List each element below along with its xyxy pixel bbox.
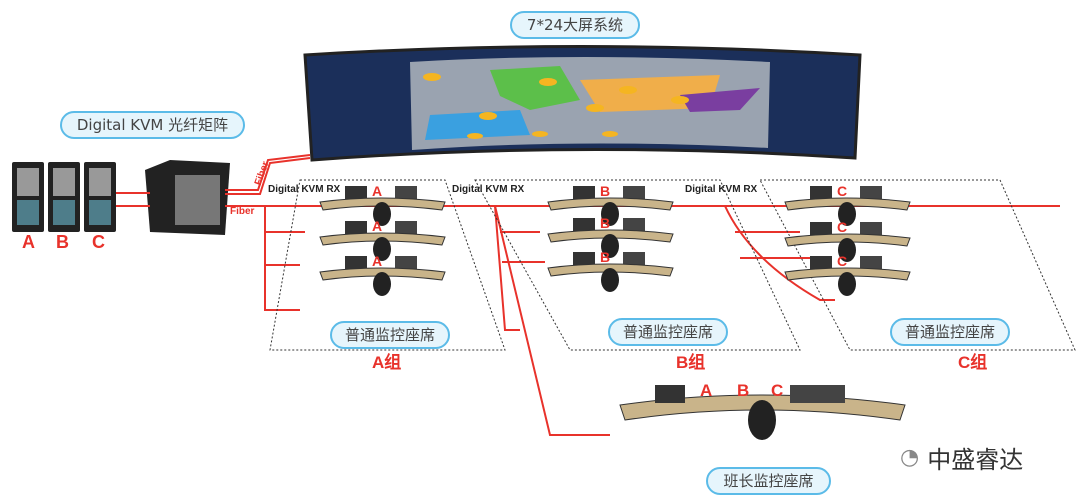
operator-desk xyxy=(784,256,911,296)
operator-desk xyxy=(319,186,446,226)
seat-label-a: 普通监控座席 xyxy=(330,321,450,349)
rx-label-c: Digital KVM RX xyxy=(685,184,758,195)
operator-desk xyxy=(319,221,446,261)
operator-desk xyxy=(784,186,911,226)
operator-desk xyxy=(547,186,674,226)
fiber-label-rx: Fiber xyxy=(230,206,255,217)
desk-marker: B xyxy=(600,215,611,231)
group-name-b: B组 xyxy=(676,353,706,372)
matrix-label: Digital KVM 光纤矩阵 xyxy=(60,111,245,139)
kvm-matrix-chassis xyxy=(145,160,230,235)
video-wall xyxy=(303,45,862,162)
server-label-a: A xyxy=(22,232,35,252)
desk-marker: B xyxy=(600,249,611,265)
fiber-links xyxy=(116,154,1060,436)
supervisor-label: 班长监控座席 xyxy=(706,467,831,495)
supervisor-marker-c: C xyxy=(771,381,784,400)
operator-desks xyxy=(319,186,911,296)
server-label-c: C xyxy=(92,232,105,252)
supervisor-marker-a: A xyxy=(700,381,713,400)
desk-marker: A xyxy=(372,218,383,234)
group-name-c: C组 xyxy=(958,353,988,372)
desk-marker: C xyxy=(837,219,848,235)
operator-desk xyxy=(319,256,446,296)
wechat-icon: ◔ xyxy=(900,445,920,470)
watermark-text: 中盛睿达 xyxy=(927,446,1024,474)
server-racks xyxy=(12,162,116,232)
desk-marker: A xyxy=(372,183,383,199)
rx-label-a: Digital KVM RX xyxy=(268,184,341,195)
desk-marker: C xyxy=(837,183,848,199)
desk-marker: B xyxy=(600,183,611,199)
operator-desk xyxy=(547,218,674,258)
server-label-b: B xyxy=(56,232,69,252)
watermark: ◔ 中盛睿达 xyxy=(900,440,1023,475)
supervisor-marker-b: B xyxy=(737,381,750,400)
rx-label-b: Digital KVM RX xyxy=(452,184,525,195)
supervisor-desk xyxy=(619,385,906,440)
desk-marker: C xyxy=(837,253,848,269)
operator-desk xyxy=(784,222,911,262)
seat-label-c: 普通监控座席 xyxy=(890,318,1010,346)
group-name-a: A组 xyxy=(372,353,402,372)
group-outlines xyxy=(269,179,1076,351)
operator-desk xyxy=(547,252,674,292)
desk-marker: A xyxy=(372,253,383,269)
seat-label-b: 普通监控座席 xyxy=(608,318,728,346)
video-wall-label: 7*24大屏系统 xyxy=(510,11,640,39)
